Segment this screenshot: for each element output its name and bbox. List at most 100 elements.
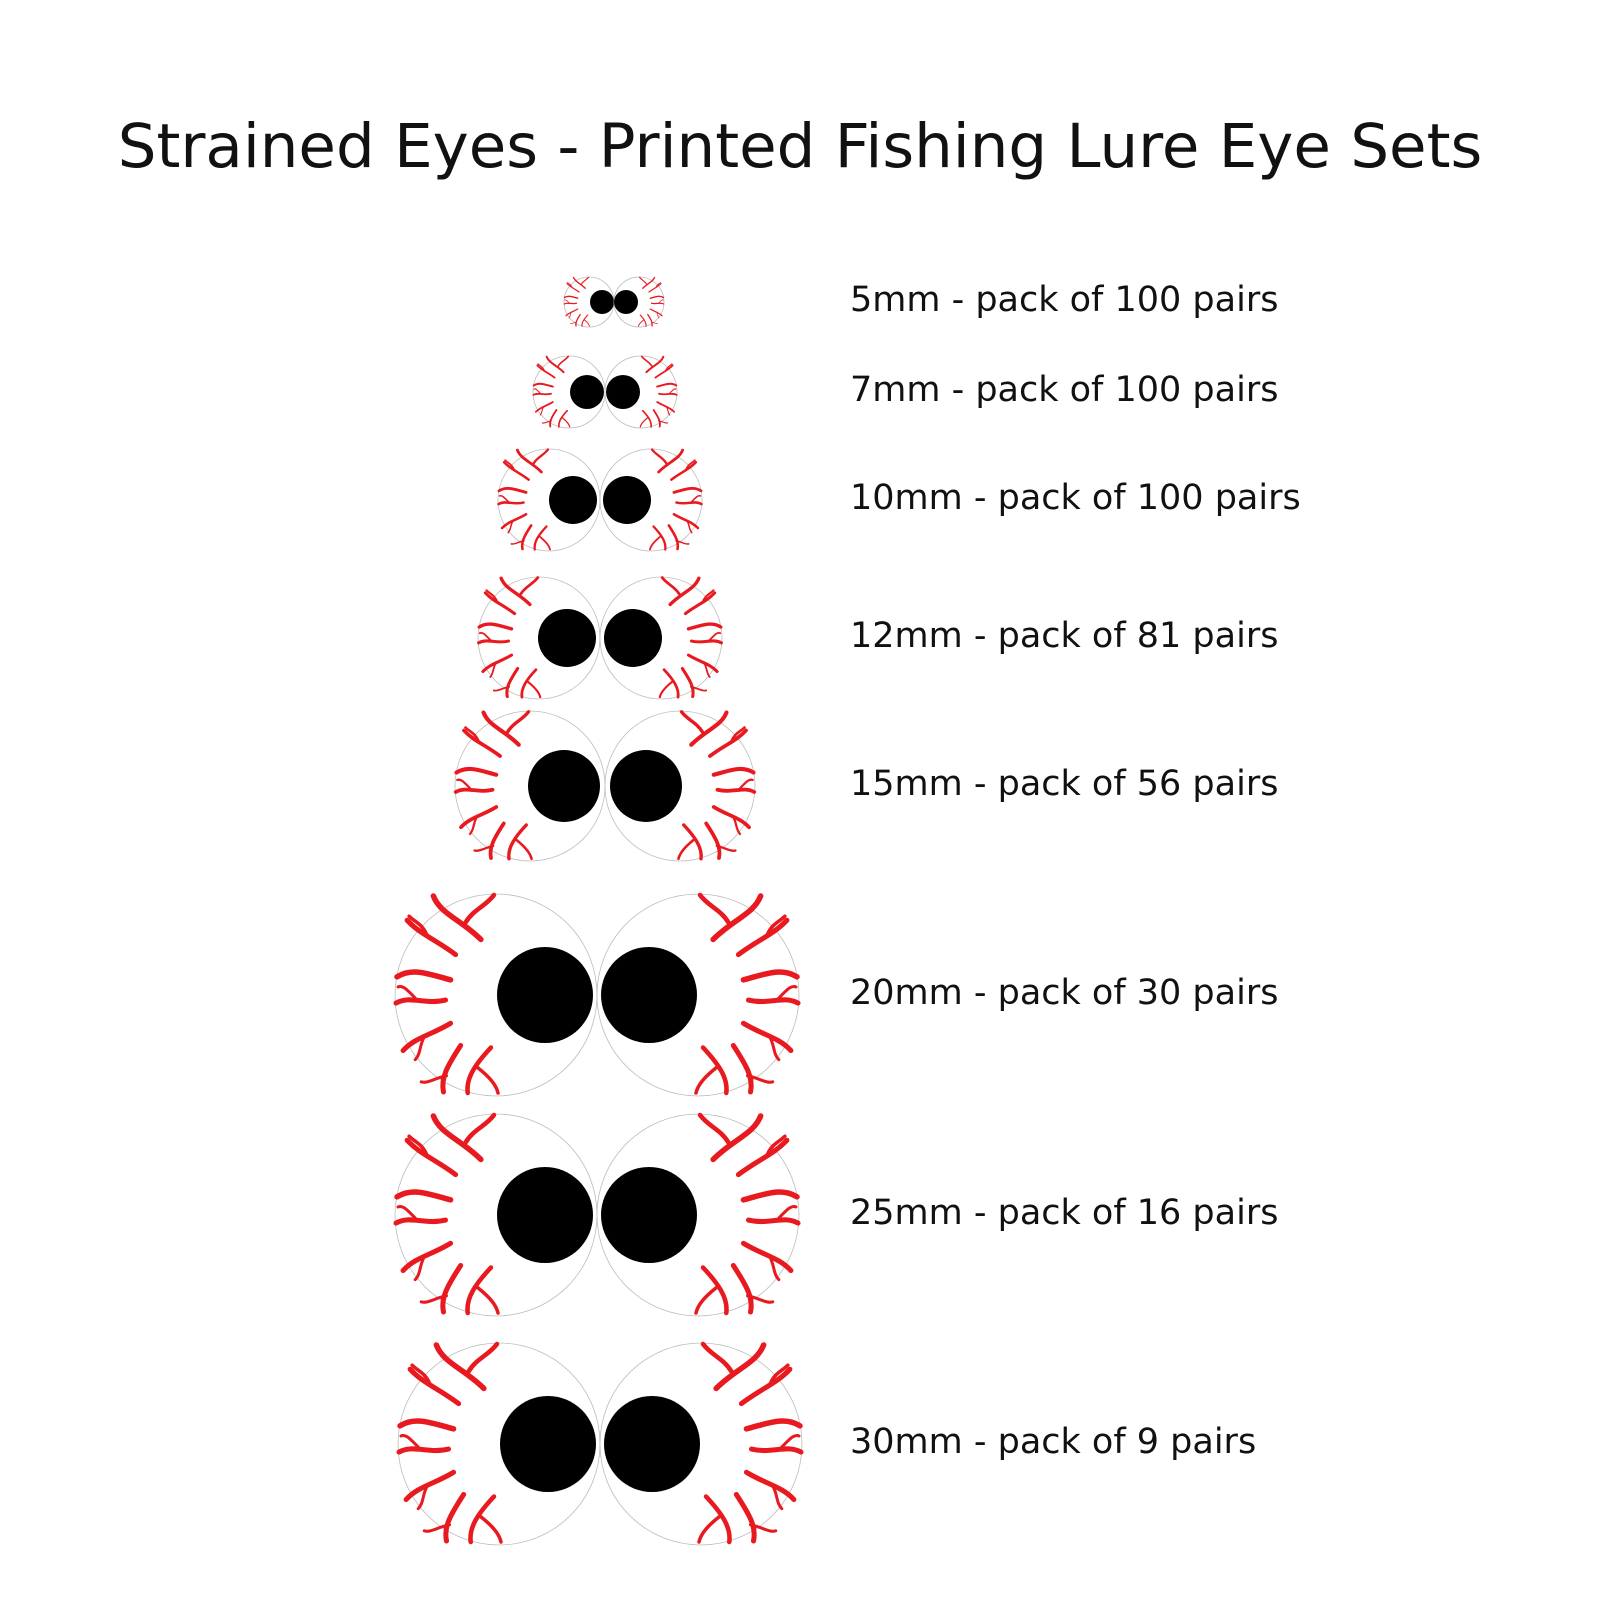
blood-vein: [476, 1065, 500, 1095]
pupil: [603, 476, 651, 524]
pupil: [606, 375, 640, 409]
blood-vein: [575, 313, 581, 327]
blood-vein: [440, 1262, 464, 1315]
eye-pair-image: [396, 1341, 804, 1546]
right-eye: [599, 1341, 804, 1546]
blood-vein: [639, 314, 647, 327]
blood-vein: [396, 1446, 452, 1455]
blood-vein: [764, 914, 787, 939]
blood-vein: [520, 668, 538, 699]
blood-vein: [738, 778, 754, 790]
blood-veins: [677, 710, 757, 861]
blood-vein: [675, 540, 690, 545]
blood-vein: [489, 661, 498, 678]
blood-vein: [658, 299, 664, 304]
blood-vein: [504, 459, 516, 472]
blood-vein: [568, 311, 572, 319]
blood-vein: [703, 1494, 732, 1545]
blood-vein: [570, 321, 578, 324]
blood-vein: [664, 363, 673, 372]
pupil: [570, 375, 604, 409]
blood-vein: [563, 302, 578, 305]
blood-vein: [433, 1342, 487, 1392]
blood-vein: [729, 726, 746, 744]
blood-vein: [498, 494, 509, 503]
pupil: [601, 1167, 697, 1263]
eye-pair-image: [393, 892, 801, 1097]
blood-vein: [563, 295, 579, 299]
blood-vein: [572, 276, 586, 289]
blood-vein: [468, 1494, 497, 1545]
blood-vein: [748, 1523, 778, 1533]
eye-set-label: 12mm - pack of 81 pairs: [850, 615, 1279, 656]
blood-vein: [689, 639, 723, 645]
blood-vein: [730, 1042, 754, 1095]
blood-veins: [694, 1112, 801, 1316]
blood-vein: [748, 1446, 804, 1455]
right-eye: [599, 576, 723, 700]
blood-vein: [638, 319, 644, 327]
blood-vein: [520, 524, 533, 551]
blood-vein: [396, 1204, 417, 1220]
blood-vein: [481, 710, 521, 747]
blood-vein: [677, 838, 695, 861]
blood-vein: [533, 525, 548, 551]
blood-vein: [393, 997, 449, 1006]
blood-vein: [497, 501, 525, 506]
blood-vein: [464, 726, 481, 744]
pupil: [604, 609, 662, 667]
blood-vein: [767, 1033, 781, 1062]
blood-vein: [767, 1363, 790, 1388]
blood-vein: [468, 814, 479, 836]
blood-vein: [533, 388, 541, 394]
blood-vein: [710, 1113, 764, 1163]
eye-pair-image: [477, 576, 723, 700]
blood-vein: [645, 355, 665, 374]
eye-pair-image: [563, 276, 665, 328]
blood-vein: [638, 276, 648, 285]
blood-vein: [656, 382, 678, 388]
blood-vein: [667, 524, 680, 551]
eye-pair-image: [393, 1112, 801, 1317]
blood-vein: [537, 363, 546, 372]
blood-vein: [641, 409, 652, 428]
blood-vein: [396, 984, 417, 1000]
pupil: [497, 1167, 593, 1263]
blood-vein: [413, 1253, 427, 1282]
blood-vein: [549, 409, 558, 428]
blood-vein: [701, 589, 715, 604]
blood-vein: [713, 1342, 767, 1392]
pupil: [538, 609, 596, 667]
blood-vein: [740, 1189, 800, 1203]
blood-vein: [492, 685, 511, 692]
blood-vein: [656, 311, 660, 319]
blood-vein: [694, 1065, 718, 1095]
blood-vein: [584, 319, 590, 327]
blood-vein: [394, 969, 454, 983]
pupil: [500, 1396, 596, 1492]
blood-vein: [443, 1491, 467, 1544]
blood-vein: [440, 1042, 464, 1095]
blood-vein: [665, 405, 671, 416]
blood-vein: [689, 685, 708, 692]
pupil: [497, 947, 593, 1043]
blood-vein: [564, 299, 570, 304]
blood-vein: [510, 540, 525, 545]
eye-pair-image: [532, 355, 678, 429]
blood-veins: [477, 576, 542, 699]
blood-vein: [777, 1204, 798, 1220]
left-eye: [497, 448, 601, 552]
blood-veins: [453, 710, 533, 861]
blood-vein: [393, 1217, 449, 1226]
pupil: [604, 1396, 700, 1492]
blood-vein: [639, 417, 649, 428]
blood-vein: [397, 1418, 457, 1432]
blood-vein: [399, 1433, 420, 1449]
blood-vein: [407, 914, 430, 939]
blood-vein: [505, 666, 520, 699]
blood-vein: [410, 1363, 433, 1388]
eye-pair-image: [497, 448, 703, 552]
eye-set-label: 25mm - pack of 16 pairs: [850, 1192, 1279, 1233]
blood-vein: [456, 778, 472, 790]
blood-vein: [650, 448, 668, 465]
